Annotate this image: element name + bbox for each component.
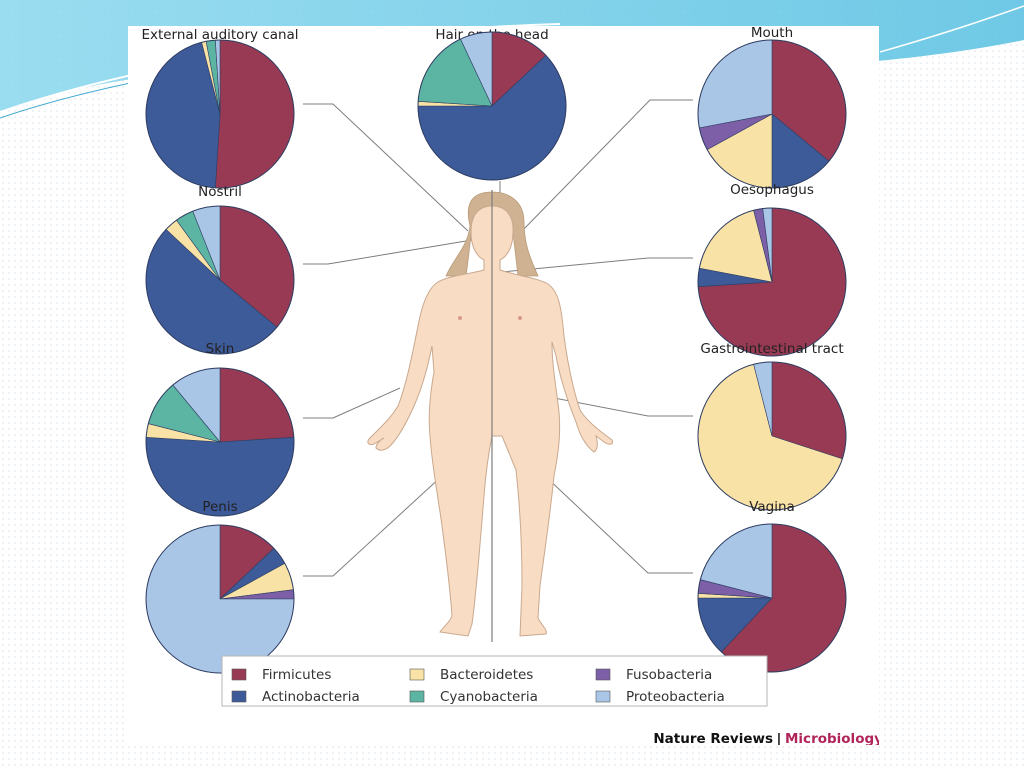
pie-oesophagus: Oesophagus — [697, 182, 847, 357]
legend-swatch-bacteroidetes — [409, 668, 425, 681]
pie-title-vagina: Vagina — [749, 499, 795, 515]
pie-outline-mouth — [697, 39, 847, 189]
legend-swatch-firmicutes — [231, 668, 247, 681]
pie-outline-skin — [145, 367, 295, 517]
right-nipple — [518, 316, 522, 320]
legend-swatch-proteobacteria — [595, 690, 611, 703]
pie-nostril: Nostril — [145, 184, 295, 355]
pie-outline-vagina — [697, 523, 847, 673]
pie-charts: External auditory canal Hair on the head M… — [141, 26, 847, 674]
slice-skin-firmicutes — [219, 367, 295, 443]
pie-vagina: Vagina — [697, 499, 847, 673]
connector-skin — [303, 387, 401, 419]
journal-credit: Nature Reviews | Microbiology — [653, 731, 879, 745]
pie-title-oesophagus: Oesophagus — [730, 182, 814, 198]
pie-outline-oesophagus — [697, 207, 847, 357]
connector-mouth — [519, 99, 693, 234]
slice-external-auditory-canal-firmicutes — [215, 39, 295, 189]
pie-outline-penis — [145, 524, 295, 674]
pie-title-nostril: Nostril — [198, 184, 242, 200]
legend-frame — [221, 655, 768, 707]
pie-title-external-auditory-canal: External auditory canal — [141, 27, 298, 43]
legend-swatch-actinobacteria — [231, 690, 247, 703]
credit-journal: Nature Reviews — [653, 731, 773, 745]
legend-label-cyanobacteria: Cyanobacteria — [440, 689, 538, 705]
pie-skin: Skin — [145, 341, 295, 517]
legend: Firmicutes Bacteroidetes FusobacteriaActin… — [221, 655, 768, 707]
left-nipple — [458, 316, 462, 320]
pie-outline-external-auditory-canal — [145, 39, 295, 189]
slice-mouth-proteobacteria — [697, 39, 773, 129]
connector-nostril — [303, 237, 485, 265]
pie-mouth: Mouth — [697, 26, 847, 189]
legend-swatch-fusobacteria — [595, 668, 611, 681]
legend-label-proteobacteria: Proteobacteria — [626, 689, 725, 705]
legend-label-actinobacteria: Actinobacteria — [262, 689, 360, 705]
legend-swatch-cyanobacteria — [409, 690, 425, 703]
pie-title-skin: Skin — [206, 341, 235, 357]
connector-oesophagus — [501, 257, 693, 273]
legend-label-bacteroidetes: Bacteroidetes — [440, 667, 533, 683]
pie-penis: Penis — [145, 499, 295, 674]
pie-outline-gastrointestinal-tract — [697, 361, 847, 511]
pie-title-penis: Penis — [202, 499, 237, 515]
credit-separator: | — [777, 731, 782, 745]
legend-label-firmicutes: Firmicutes — [262, 667, 331, 683]
body-silhouette — [367, 205, 613, 637]
credit-section: Microbiology — [785, 731, 879, 745]
pie-title-gastrointestinal-tract: Gastrointestinal tract — [700, 341, 843, 357]
pie-gastrointestinal-tract: Gastrointestinal tract — [697, 341, 847, 511]
pie-outline-nostril — [145, 205, 295, 355]
pie-title-mouth: Mouth — [751, 26, 793, 41]
pie-external-auditory-canal: External auditory canal — [141, 27, 299, 189]
human-body-illustration — [367, 190, 613, 642]
pie-hair-on-the-head: Hair on the head — [417, 27, 567, 181]
connector-external-auditory-canal — [303, 103, 469, 232]
legend-label-fusobacteria: Fusobacteria — [626, 667, 712, 683]
pie-outline-hair-on-the-head — [417, 31, 567, 181]
